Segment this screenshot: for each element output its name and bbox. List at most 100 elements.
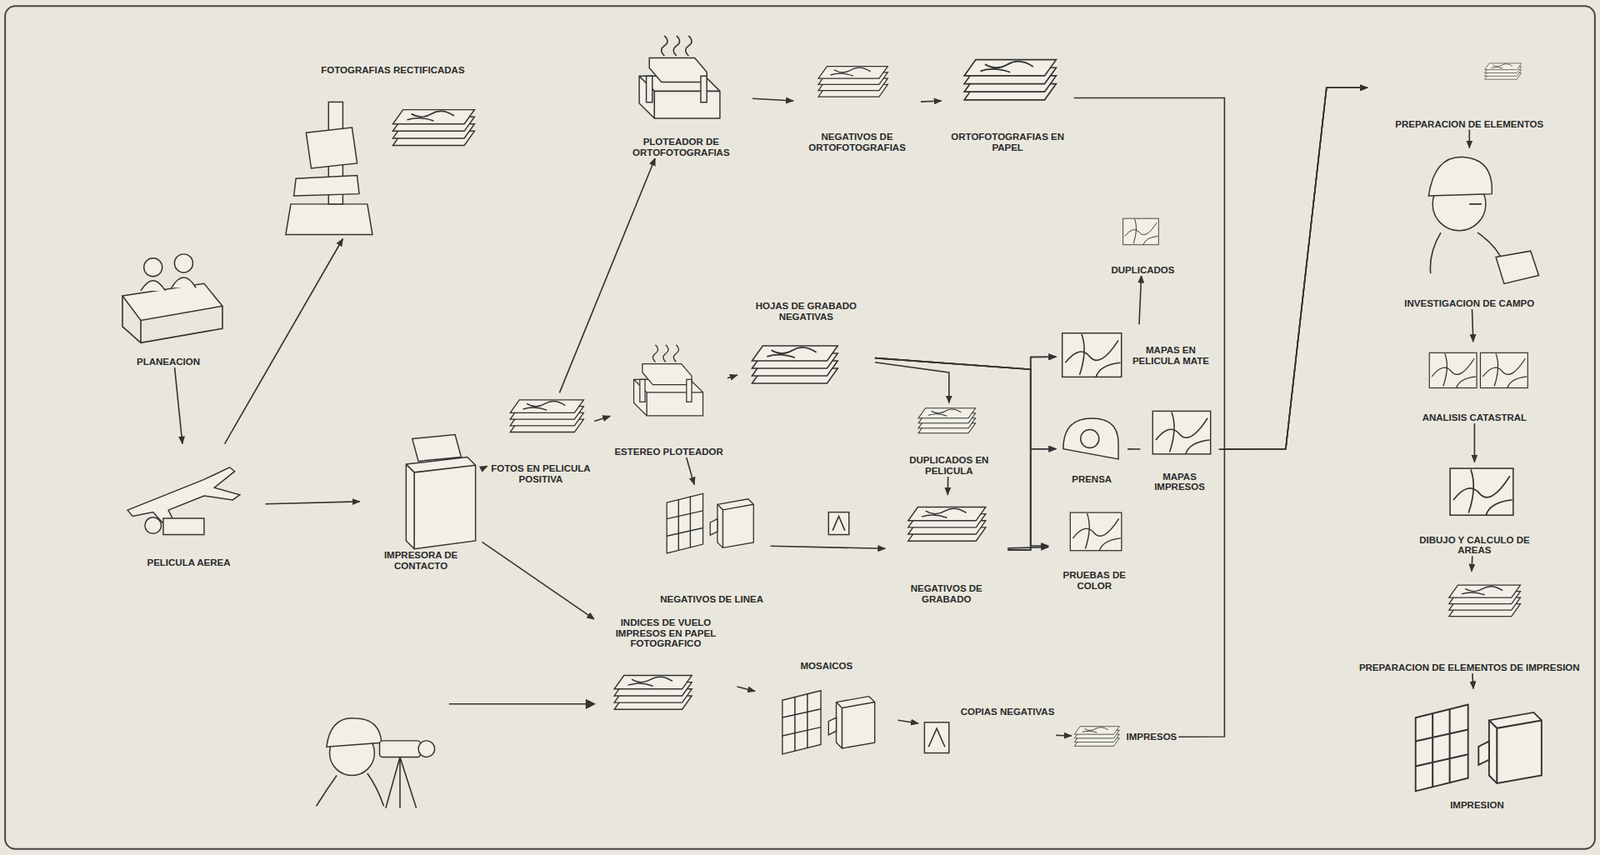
process-node: INVESTIGACION DE CAMPO [1367, 148, 1572, 310]
flow-arrow [1469, 130, 1471, 149]
node-label: DIBUJO Y CALCULO DE AREAS [1405, 535, 1544, 557]
flow-arrow [1007, 449, 1056, 550]
negative-figure [924, 722, 949, 754]
process-node: DUPLICADOS EN PELICULA [885, 403, 1013, 477]
node-label: DUPLICADOS EN PELICULA [885, 455, 1013, 477]
flow-arrow [770, 545, 886, 549]
process-node: FOTOGRAFIAS RECTIFICADAS [275, 65, 511, 239]
sheet-stack [1485, 63, 1522, 80]
flow-arrow [737, 686, 756, 692]
contact-printer-figure [405, 435, 475, 550]
process-node: PRUEBAS DE COLOR [1048, 500, 1140, 592]
surveyor-figure [316, 699, 597, 809]
map-figure [1429, 352, 1477, 388]
flow-arrow [752, 98, 794, 101]
process-node: ESTEREO PLOTEADOR [610, 336, 728, 457]
node-label: COPIAS NEGATIVAS [959, 706, 1057, 718]
process-node: PLANEACION [96, 245, 240, 368]
node-label: ORTOFOTOGRAFIAS EN PAPEL [941, 131, 1075, 154]
film-stack [918, 408, 976, 434]
process-node: MOSAICOS [755, 660, 898, 758]
film-stack [510, 400, 584, 433]
node-label: IMPRESOS [1125, 731, 1180, 743]
flow-arrow [1219, 87, 1368, 450]
frame [5, 5, 1595, 849]
node-label: INDICES DE VUELO IMPRESOS EN PAPEL FOTOG… [594, 617, 737, 650]
flow-arrow [875, 356, 1056, 370]
sheet-stack [1449, 585, 1521, 616]
press-figure [1063, 418, 1119, 460]
process-node: INDICES DE VUELO IMPRESOS EN PAPEL FOTOG… [594, 617, 737, 720]
map-figure [1070, 512, 1122, 551]
node-label: ANALISIS CATASTRAL [1420, 412, 1529, 424]
projector-figure [782, 690, 875, 755]
flow-arrow [594, 415, 610, 421]
flow-arrow [1055, 735, 1071, 737]
node-label: PLOTEADOR DE ORTOFOTOGRAFIAS [610, 136, 753, 159]
map-figure [1480, 352, 1528, 388]
node-label: NEGATIVOS DE GRABADO [885, 583, 1008, 605]
rectifier-figure [285, 101, 475, 235]
process-node: FOTOS EN PELICULA POSITIVA [487, 392, 595, 485]
process-node: PREPARACION DE ELEMENTOS DE IMPRESION [1355, 571, 1585, 674]
flow-arrow [1127, 448, 1140, 450]
flow-arrow [875, 362, 950, 404]
node-label: MAPAS IMPRESOS [1140, 471, 1219, 494]
flow-arrow [1074, 87, 1368, 449]
flow-arrow [686, 457, 695, 485]
flow-arrow [875, 358, 1049, 546]
film-stack [818, 66, 888, 97]
flow-arrow [1472, 673, 1474, 689]
process-node: HOJAS DE GRABADO NEGATIVAS [737, 300, 875, 405]
flow-arrow [1474, 423, 1476, 462]
node-label: DUPLICADOS [1109, 265, 1176, 276]
aircraft-figure [127, 467, 240, 535]
stereo-plotter-figure [634, 345, 704, 416]
film-stack [908, 506, 986, 541]
process-node: PELICULA AEREA [112, 444, 266, 569]
flow-arrow [1472, 309, 1474, 342]
process-node: ANALISIS CATASTRAL [1387, 341, 1561, 424]
field-investigator-figure [1428, 156, 1539, 284]
flow-arrow [946, 476, 949, 495]
node-label: IMPRESORA DE CONTACTO [360, 550, 483, 572]
flow-arrow [1470, 555, 1473, 571]
flow-arrow [1007, 547, 1049, 549]
node-label: MOSAICOS [799, 660, 855, 672]
node-label: PREPARACION DE ELEMENTOS DE IMPRESION [1357, 662, 1582, 674]
process-node: ORTOFOTOGRAFIAS EN PAPEL [941, 42, 1075, 153]
node-label: FOTOS EN PELICULA POSITIVA [487, 463, 595, 485]
process-node: NEGATIVOS DE LINEA [653, 485, 771, 605]
flow-arrow [225, 239, 344, 445]
node-label: FOTOGRAFIAS RECTIFICADAS [319, 65, 466, 76]
photo-stack [614, 675, 692, 710]
projector-figure [1415, 704, 1542, 791]
map-figure [1450, 468, 1514, 515]
projector-figure [666, 493, 754, 554]
flow-arrow [175, 367, 183, 445]
node-label: HOJAS DE GRABADO NEGATIVAS [737, 300, 875, 323]
flow-arrow [1139, 275, 1142, 325]
node-label: NEGATIVOS DE ORTOFOTOGRAFIAS [793, 131, 921, 154]
process-node: DUPLICADOS [1096, 209, 1189, 276]
sheet-stack [751, 345, 838, 384]
process-node: PRENSA [1055, 413, 1128, 485]
orthophoto-plotter-figure [639, 35, 720, 119]
process-node: DIBUJO Y CALCULO DE AREAS [1405, 462, 1544, 557]
flow-arrow [898, 720, 920, 724]
node-label: NEGATIVOS DE LINEA [658, 594, 765, 605]
flow-arrow [727, 375, 738, 379]
process-node: COPIAS NEGATIVAS [918, 706, 1056, 760]
paper-stack [964, 60, 1056, 100]
process-node: PLOTEADOR DE ORTOFOTOGRAFIAS [610, 30, 753, 159]
node-label: PRENSA [1070, 474, 1114, 485]
process-node: NEGATIVOS DE GRABADO [885, 495, 1008, 605]
node-label: INVESTIGACION DE CAMPO [1402, 298, 1536, 310]
node-label: IMPRESION [1448, 800, 1506, 811]
flow-arrow [482, 541, 595, 620]
planning-figure [122, 254, 223, 344]
process-node: MAPAS EN PELICULA MATE [1055, 324, 1220, 388]
flow-arrow [920, 100, 942, 102]
